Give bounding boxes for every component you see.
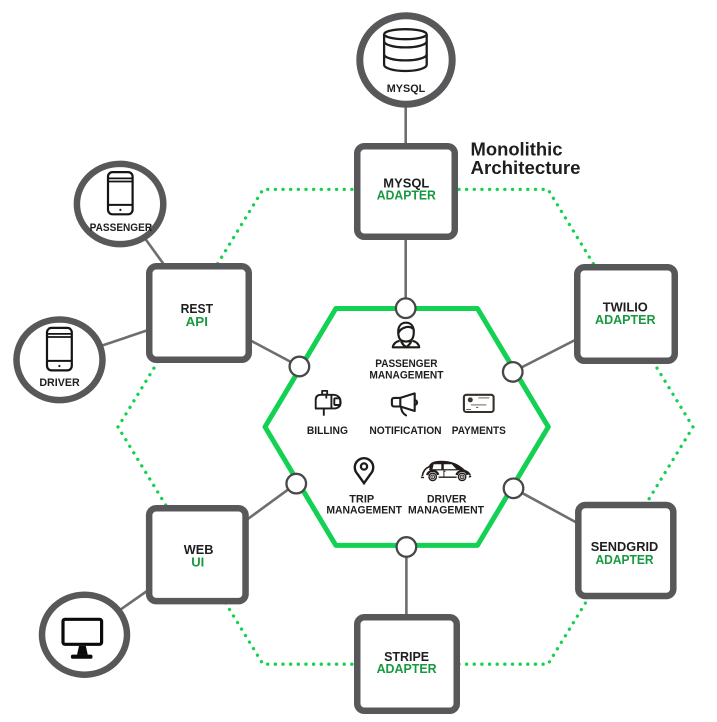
svg-text:ADAPTER: ADAPTER: [377, 661, 438, 676]
svg-text:PASSENGER: PASSENGER: [375, 358, 437, 370]
svg-text:ADAPTER: ADAPTER: [377, 188, 437, 203]
svg-text:MANAGEMENT: MANAGEMENT: [326, 505, 402, 517]
svg-text:PASSENGER: PASSENGER: [90, 222, 153, 234]
svg-text:MYSQL: MYSQL: [383, 176, 429, 191]
svg-text:DRIVER: DRIVER: [427, 494, 467, 506]
svg-text:STRIPE: STRIPE: [384, 649, 429, 664]
svg-text:REST: REST: [181, 301, 213, 316]
svg-text:ADAPTER: ADAPTER: [596, 552, 655, 567]
svg-text:Architecture: Architecture: [471, 158, 581, 178]
svg-text:MYSQL: MYSQL: [387, 83, 426, 95]
svg-text:WEB: WEB: [184, 542, 214, 557]
svg-text:UI: UI: [191, 554, 204, 569]
svg-text:TWILIO: TWILIO: [603, 300, 648, 315]
svg-text:BILLING: BILLING: [307, 425, 348, 437]
svg-text:DRIVER: DRIVER: [39, 377, 79, 389]
svg-text:MANAGEMENT: MANAGEMENT: [369, 370, 443, 382]
svg-text:TRIP: TRIP: [349, 494, 374, 506]
svg-text:PAYMENTS: PAYMENTS: [452, 425, 506, 437]
svg-text:MANAGEMENT: MANAGEMENT: [408, 505, 484, 517]
svg-text:Monolithic: Monolithic: [471, 140, 563, 160]
svg-text:API: API: [186, 314, 208, 329]
svg-text:SENDGRID: SENDGRID: [591, 539, 659, 554]
svg-text:ADAPTER: ADAPTER: [595, 312, 656, 327]
svg-text:NOTIFICATION: NOTIFICATION: [369, 425, 441, 437]
